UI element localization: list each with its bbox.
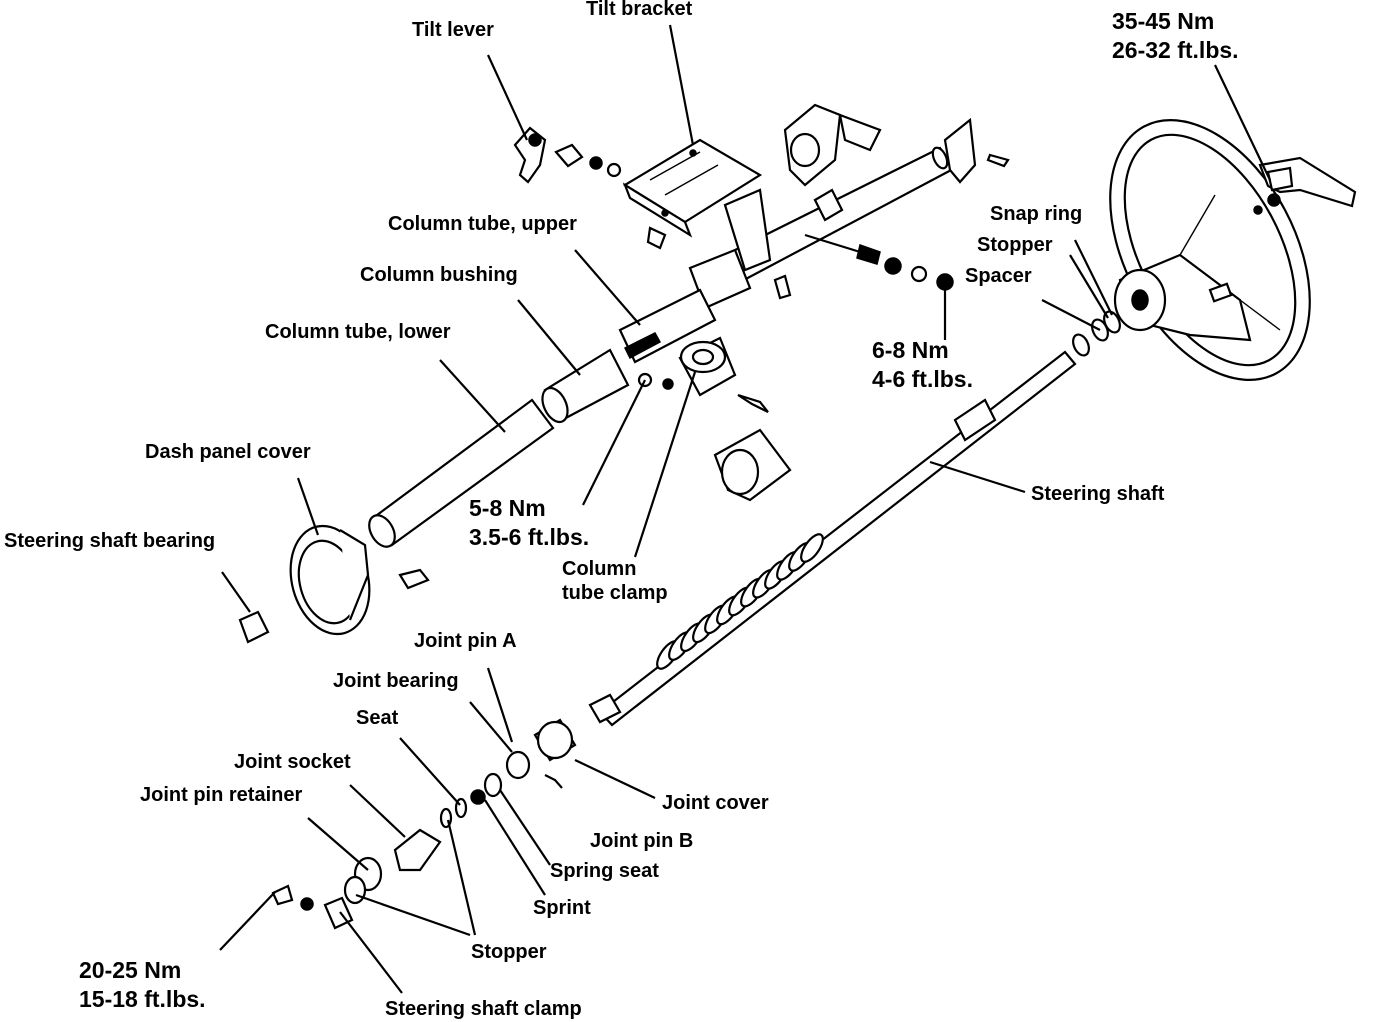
label-joint-pin-a: Joint pin A (414, 630, 517, 652)
label-dash-panel-cover: Dash panel cover (145, 441, 311, 463)
label-torque-clamp-nm: 5-8 Nm (469, 495, 546, 521)
steering-shaft-part (588, 350, 1077, 727)
label-joint-pin-retainer: Joint pin retainer (140, 784, 303, 806)
bracket-bolt-part (804, 233, 954, 291)
label-column-tube-upper: Column tube, upper (388, 213, 577, 235)
label-stopper-upper: Stopper (977, 234, 1053, 256)
label-torque-clamp-ftlbs: 3.5-6 ft.lbs. (469, 524, 590, 550)
label-joint-bearing: Joint bearing (333, 670, 459, 692)
tilt-bracket-part (622, 138, 792, 300)
label-steering-shaft: Steering shaft (1031, 483, 1165, 505)
label-seat: Seat (356, 707, 399, 729)
column-tube-clamp-part (637, 336, 792, 502)
corrugation-ring (800, 533, 824, 563)
dash-panel-cover-part (289, 524, 430, 636)
column-tube-lower-part (368, 348, 630, 548)
label-sprint: Sprint (533, 897, 591, 919)
label-column-tube-lower: Column tube, lower (265, 321, 451, 343)
label-tilt-bracket: Tilt bracket (586, 0, 693, 20)
label-spring-seat: Spring seat (550, 860, 659, 882)
label-column-tube-clamp-line2: tube clamp (562, 582, 668, 604)
label-column-tube-clamp-line1: Column (562, 558, 637, 580)
wheel-nut-cover-part (1253, 156, 1357, 215)
label-stopper-lower: Stopper (471, 941, 547, 963)
label-torque-wheel-ftlbs: 26-32 ft.lbs. (1112, 37, 1239, 63)
snap-ring-stopper-spacer-part (1072, 310, 1121, 357)
label-spacer: Spacer (965, 265, 1032, 287)
label-column-bushing: Column bushing (360, 264, 518, 286)
label-steering-shaft-bearing: Steering shaft bearing (4, 530, 216, 552)
label-torque-lower-ftlbs: 15-18 ft.lbs. (79, 986, 206, 1012)
label-torque-lower-nm: 20-25 Nm (79, 957, 182, 983)
steering-shaft-bearing-part (238, 610, 270, 644)
label-torque-bracket-nm: 6-8 Nm (872, 337, 949, 363)
lower-joint-parts (271, 718, 577, 930)
label-torque-bracket-ftlbs: 4-6 ft.lbs. (872, 366, 973, 392)
label-joint-pin-b: Joint pin B (590, 830, 694, 852)
label-steering-shaft-clamp: Steering shaft clamp (385, 998, 582, 1020)
shaft-corrugation (656, 533, 824, 670)
steering-wheel-part (1109, 119, 1311, 381)
label-torque-wheel-nm: 35-45 Nm (1112, 8, 1215, 34)
label-joint-socket: Joint socket (234, 751, 351, 773)
label-tilt-lever: Tilt lever (412, 19, 494, 41)
leader-lines (219, 24, 1271, 994)
lock-housing-part (783, 103, 1010, 187)
label-joint-cover: Joint cover (662, 792, 769, 814)
tilt-lever-part (513, 126, 622, 184)
label-snap-ring: Snap ring (990, 203, 1083, 225)
